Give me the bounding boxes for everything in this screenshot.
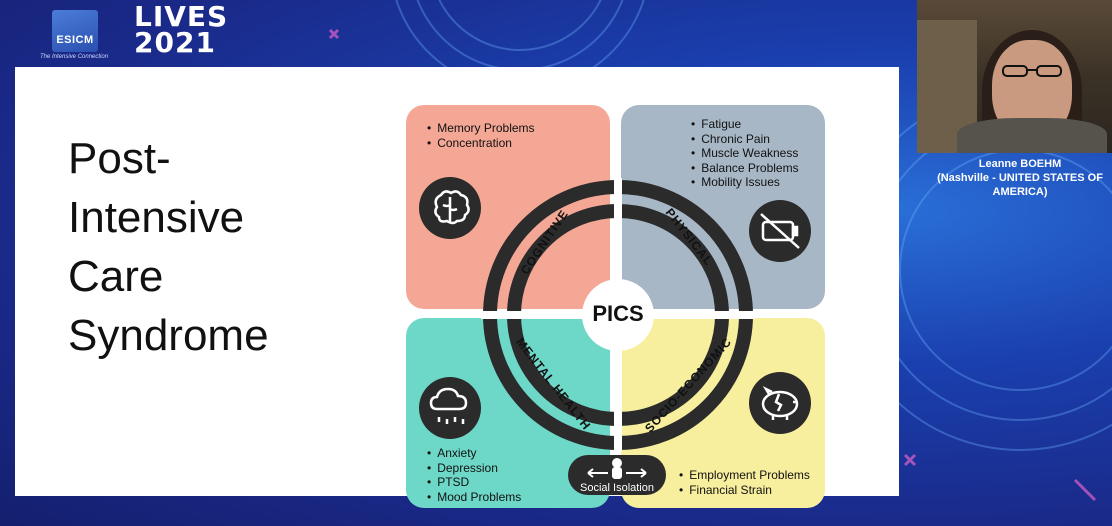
physical-list: Fatigue Chronic Pain Muscle Weakness Bal… xyxy=(691,117,799,190)
list-item: Fatigue xyxy=(691,117,799,132)
socio-economic-list: Employment Problems Financial Strain xyxy=(679,468,810,497)
broken-piggy-bank-icon xyxy=(749,372,811,434)
list-item: Mood Problems xyxy=(427,490,521,505)
cognitive-list: Memory Problems Concentration xyxy=(427,121,535,151)
mental-health-list: Anxiety Depression PTSD Mood Problems xyxy=(427,446,521,504)
list-item: Chronic Pain xyxy=(691,132,799,147)
rain-cloud-icon xyxy=(419,377,481,439)
brain-icon xyxy=(419,177,481,239)
presentation-slide: Post- Intensive Care Syndrome Memory Pro… xyxy=(15,67,899,508)
list-item: Depression xyxy=(427,461,521,476)
slide-title: Post- Intensive Care Syndrome xyxy=(68,129,269,365)
esicm-logo-text: ESICM xyxy=(56,34,94,46)
slide-title-line: Intensive xyxy=(68,193,245,242)
social-isolation-pill xyxy=(568,455,666,495)
list-item: Memory Problems xyxy=(427,121,534,136)
glasses-icon xyxy=(1002,65,1062,77)
speaker-location-cont: AMERICA) xyxy=(992,186,1048,198)
person-arrows-icon xyxy=(587,458,647,479)
list-item: Financial Strain xyxy=(679,483,810,498)
list-item: Muscle Weakness xyxy=(691,146,799,161)
list-item: Concentration xyxy=(427,136,535,151)
social-isolation-label: Social Isolation xyxy=(580,482,654,494)
speaker-caption: Leanne BOEHM (Nashville - UNITED STATES … xyxy=(910,157,1112,199)
list-item: Balance Problems xyxy=(691,161,798,176)
lives-2021-logo: LIVES 2021 xyxy=(134,0,229,59)
speaker-location: (Nashville - UNITED STATES OF xyxy=(937,172,1103,184)
empty-battery-icon xyxy=(749,200,811,262)
esicm-tagline: The Intensive Connection xyxy=(40,54,109,60)
list-item: PTSD xyxy=(427,475,521,490)
list-item: Anxiety xyxy=(427,446,521,461)
lives-logo-word: LIVES xyxy=(134,0,229,33)
esicm-logo xyxy=(52,10,98,52)
speaker-webcam-feed xyxy=(917,0,1112,153)
speaker-body xyxy=(957,118,1107,153)
pics-ring xyxy=(481,178,755,452)
slide-title-line: Care xyxy=(68,252,164,301)
slide-title-line: Syndrome xyxy=(68,311,269,360)
pics-center-label: PICS xyxy=(592,301,644,326)
slide-title-line: Post- xyxy=(68,134,171,183)
list-item: Mobility Issues xyxy=(691,175,799,190)
list-item: Employment Problems xyxy=(679,468,810,483)
speaker-name: Leanne BOEHM xyxy=(978,158,1062,170)
lives-logo-year: 2021 xyxy=(134,26,216,59)
